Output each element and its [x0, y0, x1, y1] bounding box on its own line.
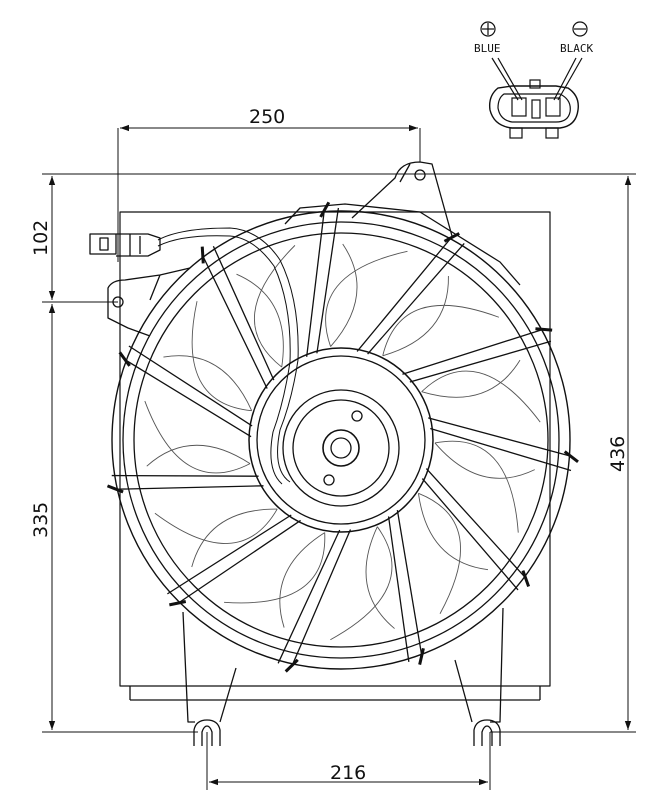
- spoke-tab: [563, 450, 579, 463]
- fan-blade: [236, 245, 296, 368]
- fan-blade: [421, 359, 541, 423]
- shroud-spoke: [387, 510, 423, 662]
- spoke-tab: [118, 351, 131, 367]
- shroud-spoke: [428, 417, 573, 472]
- right-foot: [473, 719, 501, 746]
- fan-blade: [382, 276, 500, 357]
- dimension-102: 102: [30, 220, 52, 256]
- positive-wire-label: BLUE: [474, 42, 501, 55]
- spoke-tab: [443, 232, 460, 243]
- negative-terminal-icon: [572, 21, 588, 37]
- shroud-spoke: [421, 468, 528, 591]
- shroud-spoke: [123, 345, 253, 438]
- spoke-tab: [521, 570, 531, 587]
- connector-pinout: [480, 21, 588, 139]
- fan-blade: [417, 492, 489, 614]
- negative-wire-label: BLACK: [560, 42, 593, 55]
- fan-blade: [224, 532, 326, 628]
- shroud-spoke: [277, 529, 352, 667]
- fan-blades: [144, 243, 541, 641]
- fan-shroud-rings: [111, 210, 571, 670]
- spoke-tab: [535, 327, 553, 332]
- shroud-spoke: [111, 474, 264, 490]
- wire-plug: [89, 233, 161, 257]
- fan-blade: [144, 400, 251, 474]
- spoke-tab: [319, 201, 331, 218]
- spoke-tab: [200, 246, 205, 264]
- motor-wire: [157, 227, 299, 485]
- spoke-tab: [106, 484, 124, 494]
- lower-legs: [182, 607, 504, 723]
- fan-blade: [330, 526, 395, 641]
- dimension-lines: [42, 124, 636, 790]
- mount-feet: [193, 719, 501, 746]
- fan-blade: [154, 508, 278, 568]
- dimension-335: 335: [30, 502, 52, 538]
- shroud-spoke: [201, 245, 275, 389]
- motor-hub: [248, 347, 434, 533]
- dimension-436: 436: [607, 436, 629, 472]
- fan-blade: [163, 301, 253, 412]
- dimension-250: 250: [249, 106, 285, 128]
- spoke-tab: [418, 647, 425, 665]
- shroud-spokes: [106, 201, 579, 673]
- dimension-216: 216: [330, 762, 366, 784]
- left-foot: [193, 719, 221, 746]
- spoke-tab: [284, 658, 299, 673]
- positive-terminal-icon: [480, 21, 496, 37]
- shroud-spoke: [356, 235, 465, 355]
- fan-blade: [325, 243, 408, 347]
- spoke-tab: [169, 600, 187, 607]
- shroud-spoke: [402, 328, 552, 383]
- fan-blade: [434, 440, 535, 533]
- shroud-frame: [119, 211, 551, 701]
- shroud-spoke: [167, 514, 301, 605]
- shroud-spoke: [306, 207, 340, 357]
